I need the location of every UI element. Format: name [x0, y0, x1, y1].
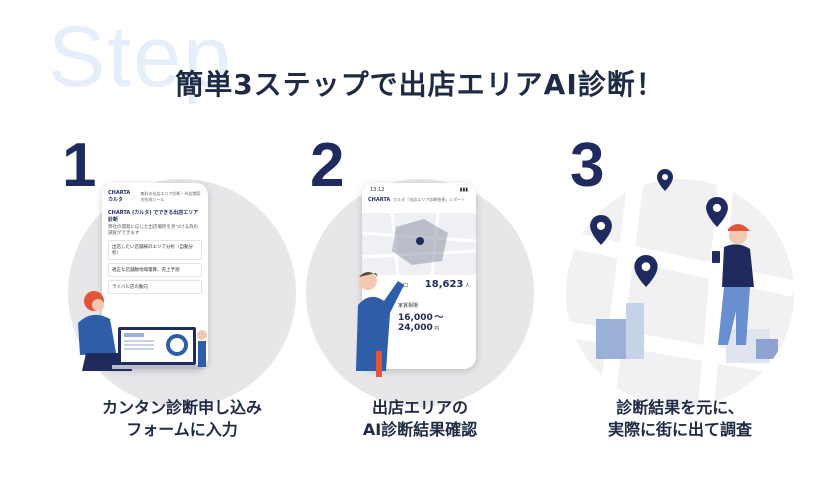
- feature-item: 出店したい店舗様のエリア分析（自動分析）: [108, 240, 202, 260]
- caption-line: カンタン診断申し込み: [101, 398, 262, 417]
- phone-mockup: 13:12 ▮▮▮ CHARTA カルタ「出店エリア診断結果」レポート 人口 1…: [362, 183, 476, 369]
- feature-item: ライバル店の動向: [108, 280, 202, 294]
- map-area: [362, 213, 476, 275]
- step-caption: 出店エリアの AI診断結果確認: [280, 397, 560, 441]
- population-value: 18,623: [424, 279, 464, 290]
- street-map-illustration: [566, 179, 794, 407]
- caption-line: 実際に街に出て調査: [607, 420, 752, 439]
- feature-item: 適正な店舗数地域電算、売上予測: [108, 263, 202, 277]
- map-pin-icon: [590, 215, 612, 245]
- header-text: カルタ「出店エリア診断結果」レポート: [393, 197, 466, 202]
- person-walking-illustration: [712, 224, 754, 345]
- page-title: 簡単3ステップで出店エリアAI診断！: [175, 68, 665, 101]
- caption-line: フォームに入力: [126, 420, 238, 439]
- map-pin-icon: [634, 255, 658, 287]
- rent-label: 家賃相場: [398, 303, 419, 309]
- population-unit: 人: [464, 283, 470, 289]
- rent-range: 〜24,000: [398, 313, 444, 333]
- status-time: 13:12: [370, 187, 385, 193]
- step-3: 3 診断結果を元に、 実際に街に出て調査: [560, 131, 800, 439]
- person-pointing-illustration: [356, 272, 404, 377]
- caption-line: AI診断結果確認: [362, 420, 478, 439]
- caption-line: 出店エリアの: [371, 398, 468, 417]
- brand-logo: CHARTA カルタ: [108, 190, 131, 203]
- step-number: 2: [310, 131, 345, 200]
- step-number: 1: [62, 131, 97, 200]
- rent-unit: 円: [434, 326, 440, 332]
- step-1: 1 CHARTA カルタ 無料の出店エリア診断・AI店舗案内作成ツール CHAR…: [62, 131, 302, 439]
- signal-icon: ▮▮▮: [459, 187, 468, 193]
- caption-line: 診断結果を元に、: [616, 398, 744, 417]
- phone-intro: 弊社の開発に応じた出店場所を見つける為の調査ができます: [108, 225, 198, 236]
- person-with-laptop-illustration: [78, 291, 207, 371]
- step-2: 2 13:12 ▮▮▮ CHARTA カルタ「出店エリア診断結果」レポート 人口…: [300, 131, 540, 439]
- map-pin-icon: [706, 197, 728, 227]
- step-caption: 診断結果を元に、 実際に街に出て調査: [540, 397, 820, 441]
- phone-heading: CHARTA (カルタ) でできる出店エリア診断: [108, 210, 199, 223]
- step-caption: カンタン診断申し込み フォームに入力: [42, 397, 322, 441]
- map-pin-icon: [657, 169, 673, 191]
- step-number: 3: [570, 131, 605, 200]
- rent-value: 16,000: [398, 313, 433, 323]
- header-text: 無料の出店エリア診断・AI店舗案内作成ツール: [140, 190, 201, 202]
- background-step-word: Step: [48, 9, 233, 105]
- brand-logo: CHARTA: [368, 197, 391, 203]
